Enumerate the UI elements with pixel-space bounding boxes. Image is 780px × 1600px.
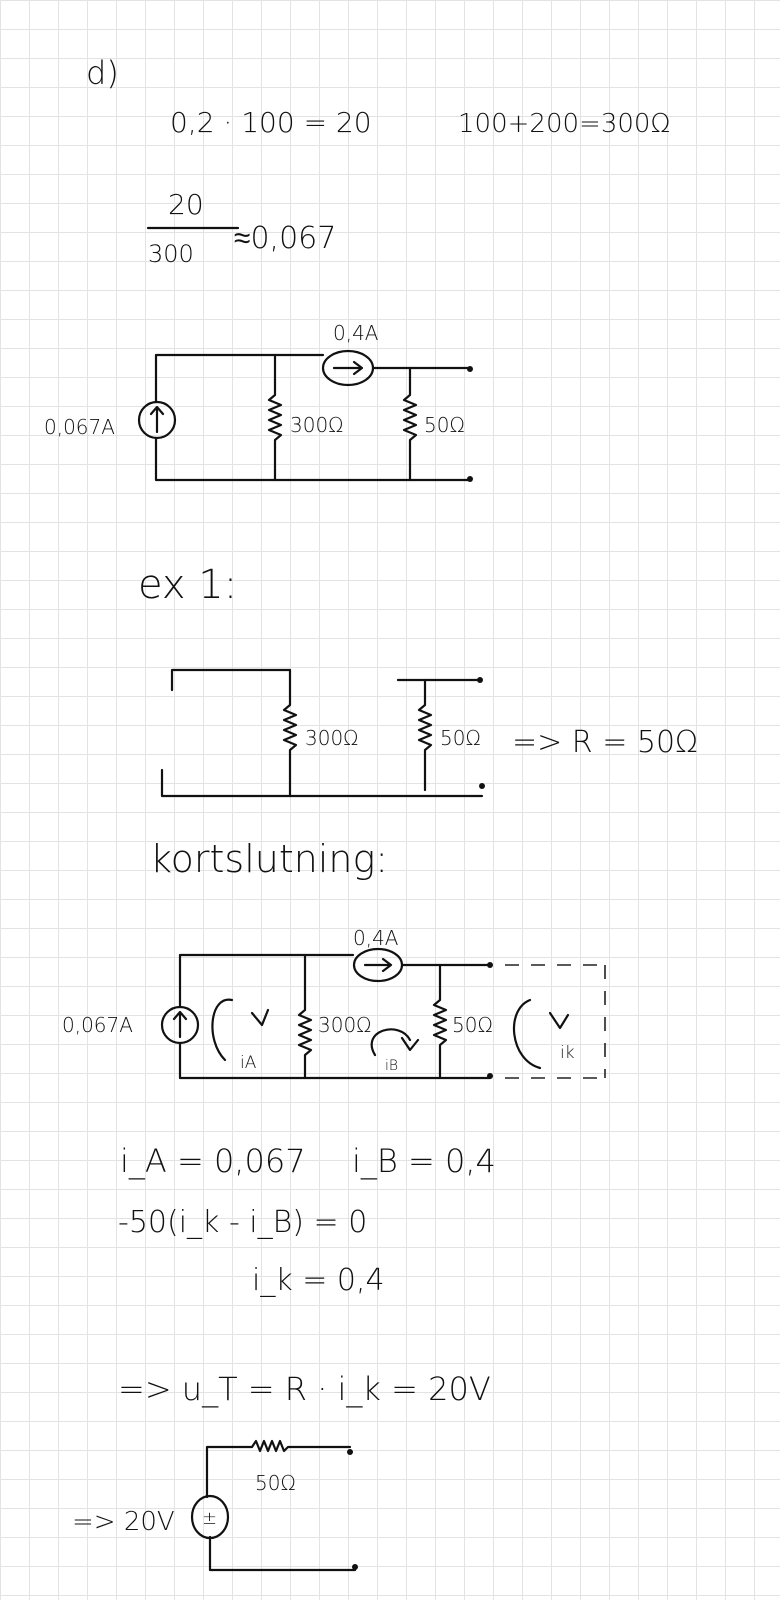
source-label: 0,067A (62, 1013, 133, 1037)
current-source-icon (352, 947, 404, 983)
fraction-result: ≈0,067 (234, 221, 336, 256)
current-source-icon (321, 349, 375, 387)
resistor-label: 300Ω (305, 726, 358, 750)
resistor-label: 50Ω (424, 413, 465, 437)
short-circuit-heading: kortslutning: (150, 837, 388, 881)
polarity-label: ± (202, 1508, 217, 1529)
circuit-short: 0,4A 0,067A 300Ω 50Ω iA iB ik (62, 926, 606, 1080)
source-label: 0,4A (333, 321, 379, 345)
part-label: d) (86, 54, 119, 92)
resistor-icon (297, 953, 313, 1080)
thevenin-circuit: ± => 20V 50Ω (72, 1439, 358, 1572)
current-source-icon (160, 1005, 200, 1045)
resistor-icon (402, 366, 418, 482)
fraction-denominator: 300 (148, 240, 194, 268)
loop-arrow-icon (211, 998, 270, 1062)
resistor-icon (282, 668, 298, 798)
circuit-1: 0,4A 0,067A 300Ω 50Ω (44, 321, 473, 482)
resistor-label: 300Ω (290, 413, 343, 437)
source-label: => 20V (72, 1507, 175, 1537)
source-label: 0,067A (44, 415, 115, 439)
fraction-numerator: 20 (168, 188, 204, 221)
resistor-icon (417, 678, 433, 792)
equation-ia: i_A = 0,067 (120, 1142, 306, 1180)
equivalent-resistance: => R = 50Ω (512, 725, 698, 760)
voltage-source-icon (190, 1494, 230, 1540)
source-label: 0,4A (353, 926, 399, 950)
loop-label: ik (560, 1043, 575, 1063)
resistor-icon (432, 963, 448, 1080)
loop-label: iA (240, 1053, 257, 1073)
resistor-label: 50Ω (255, 1471, 296, 1495)
calc-sum: 100+200=300Ω (458, 109, 670, 139)
resistor-label: 50Ω (452, 1013, 493, 1037)
ex1-heading: ex 1: (138, 562, 237, 608)
current-source-icon (137, 400, 177, 440)
resistor-label: 50Ω (440, 726, 481, 750)
calc-product: 0,2 · 100 = 20 (170, 106, 372, 139)
resistor-label: 300Ω (318, 1013, 371, 1037)
resistor-icon (267, 353, 283, 482)
equation-ut: => u_T = R · i_k = 20V (118, 1370, 491, 1408)
equation-ib: i_B = 0,4 (352, 1142, 496, 1180)
equation-kvl: -50(i_k - i_B) = 0 (118, 1205, 367, 1240)
loop-arrow-icon (512, 998, 570, 1070)
circuit-ex1: 300Ω 50Ω => R = 50Ω (160, 668, 698, 798)
equation-ik: i_k = 0,4 (252, 1263, 385, 1298)
loop-label: iB (385, 1058, 398, 1074)
loop-arrow-icon (370, 1028, 420, 1057)
